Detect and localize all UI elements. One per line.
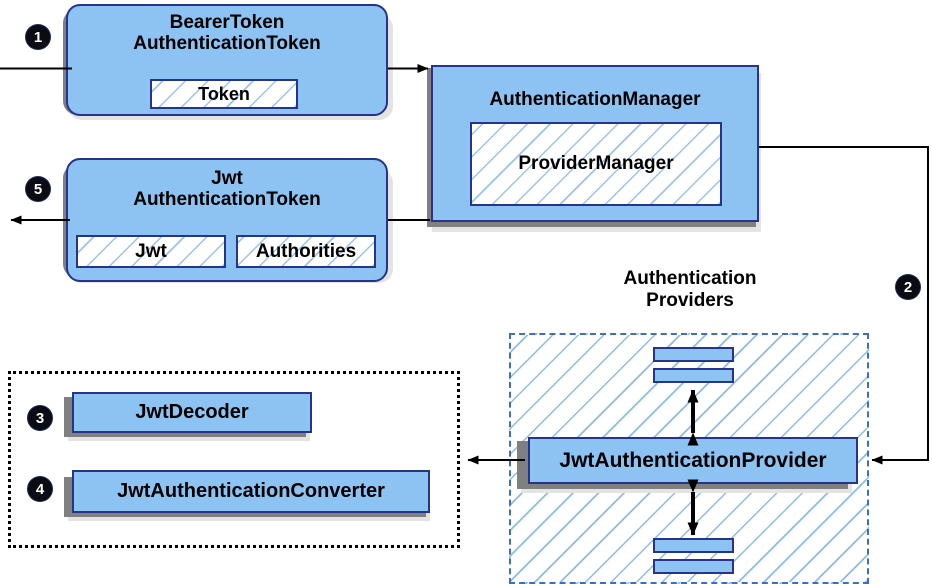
jwt-authentication-converter-label: JwtAuthenticationConverter <box>117 480 385 503</box>
jwt-token-line2: AuthenticationToken <box>133 189 321 211</box>
jwt-label: Jwt <box>135 240 167 262</box>
bearer-token-line1: BearerToken <box>169 12 285 33</box>
step-badge-4: 4 <box>28 477 52 501</box>
provider-stack-bottom-bar-1 <box>653 538 734 553</box>
providers-caption-line2: Providers <box>646 290 734 312</box>
provider-stack-top-bar-1 <box>653 347 734 362</box>
jwt-authentication-provider-box[interactable]: JwtAuthenticationProvider <box>528 437 858 484</box>
jwt-authentication-converter-box[interactable]: JwtAuthenticationConverter <box>72 470 430 513</box>
bearer-token-line2: AuthenticationToken <box>133 33 321 55</box>
jwt-authentication-provider-label: JwtAuthenticationProvider <box>559 448 827 472</box>
step-badge-4-number: 4 <box>35 480 45 498</box>
authentication-providers-caption: Authentication Providers <box>590 268 790 312</box>
provider-stack-top-bar-2 <box>653 368 734 383</box>
jwt-components-region <box>8 371 460 548</box>
step-badge-2: 2 <box>896 275 920 299</box>
providers-caption-line1: Authentication <box>623 268 757 289</box>
jwt-token-line1: Jwt <box>211 168 243 189</box>
token-subbox[interactable]: Token <box>150 79 298 109</box>
jwt-subbox[interactable]: Jwt <box>76 235 226 268</box>
step-badge-2-number: 2 <box>903 278 913 296</box>
token-label: Token <box>198 83 250 104</box>
step-badge-1-number: 1 <box>33 28 43 46</box>
step-badge-3-number: 3 <box>35 409 45 427</box>
authorities-subbox[interactable]: Authorities <box>236 235 376 268</box>
step-badge-1: 1 <box>26 25 50 49</box>
step-badge-3: 3 <box>28 406 52 430</box>
provider-stack-bottom-bar-2 <box>653 559 734 574</box>
provider-manager-subbox[interactable]: ProviderManager <box>470 122 722 206</box>
provider-manager-label: ProviderManager <box>518 153 674 174</box>
authorities-label: Authorities <box>255 240 357 262</box>
jwt-decoder-box[interactable]: JwtDecoder <box>72 392 312 433</box>
jwt-decoder-label: JwtDecoder <box>135 401 249 424</box>
step-badge-5-number: 5 <box>33 180 43 198</box>
authentication-manager-title: AuthenticationManager <box>489 89 701 110</box>
step-badge-5: 5 <box>26 177 50 201</box>
